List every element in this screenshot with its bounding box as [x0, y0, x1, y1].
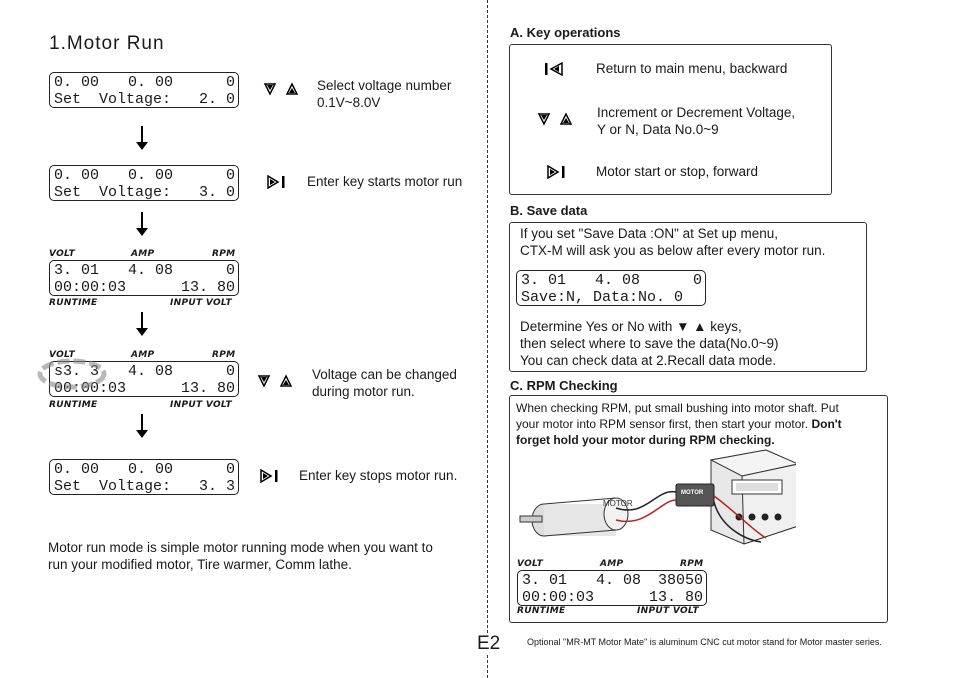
lcd-value: 0. 00 — [128, 74, 174, 91]
lcd-top-label: AMP — [131, 350, 155, 360]
lcd-value: 0. 00 — [128, 461, 174, 478]
rpm-instructions: When checking RPM, put small bushing int… — [516, 401, 842, 447]
lcd-top-label: RPM — [212, 249, 236, 259]
lcd-top-label: VOLT — [49, 249, 76, 259]
key-operations-box — [509, 44, 832, 195]
lcd-bottom-label: RUNTIME — [517, 606, 566, 616]
key-op-forward: Motor start or stop, forward — [596, 164, 759, 179]
lcd-value: 2. 0 — [198, 91, 235, 108]
lcd-value: 0 — [225, 74, 235, 91]
lcd-value: 0. 00 — [128, 167, 174, 184]
lcd-bottom-label: INPUT VOLT — [637, 606, 699, 616]
lcd-value: Set Voltage: — [54, 91, 172, 108]
lcd-value: 4. 08 — [595, 272, 641, 289]
lcd-value: 4. 08 — [128, 262, 174, 279]
lcd-value: 3. 01 — [54, 262, 100, 279]
down-up-keys-icon — [537, 112, 573, 128]
lcd-value: 13. 80 — [648, 589, 703, 606]
key-operations-heading: A. Key operations — [510, 25, 621, 40]
footnote: Optional "MR-MT Motor Mate" is aluminum … — [527, 637, 882, 647]
page-number: E2 — [476, 633, 502, 655]
save-data-intro: If you set "Save Data :ON" at Set up men… — [520, 226, 826, 258]
lcd-value: 13. 80 — [180, 380, 235, 397]
lcd-value: 0. 00 — [54, 461, 100, 478]
lcd-value: Set Voltage: — [54, 478, 172, 495]
lcd-top-label: RPM — [680, 559, 704, 569]
flow-arrow — [136, 126, 148, 150]
lcd-value: 4. 08 — [596, 572, 642, 589]
lcd-value: 13. 80 — [180, 279, 235, 296]
lcd-value: 0 — [225, 461, 235, 478]
lcd-top-label: VOLT — [49, 350, 76, 360]
lcd-display-5: 0. 00 0. 00 0 Set Voltage: 3. 3 — [49, 459, 239, 495]
lcd-value: 0 — [225, 262, 235, 279]
save-data-instructions: Determine Yes or No with ▼ ▲ keys,then s… — [520, 319, 779, 368]
lcd-value: 00:00:03 — [54, 279, 127, 296]
lcd-display-4: s3. 3 4. 08 0 00:00:03 13. 80 — [49, 361, 239, 397]
flow-arrow — [136, 212, 148, 236]
rpm-setup-illustration — [516, 448, 796, 558]
lcd-bottom-label: INPUT VOLT — [170, 400, 232, 410]
lcd-value: 0 — [692, 272, 702, 289]
lcd-value: 3. 01 — [522, 572, 568, 589]
forward-enter-icon — [260, 469, 282, 483]
lcd-value: 0 — [225, 363, 235, 380]
rpm-lcd: 3. 01 4. 08 38050 00:00:03 13. 80 — [517, 570, 707, 606]
lcd-value: 00:00:03 — [522, 589, 595, 606]
footer-paragraph: Motor run mode is simple motor running m… — [48, 540, 433, 572]
lcd-top-label: RPM — [212, 350, 236, 360]
lcd-bottom-label: RUNTIME — [49, 298, 98, 308]
lcd-value: 0. 00 — [54, 167, 100, 184]
save-data-heading: B. Save data — [510, 203, 588, 218]
lcd-value: 3. 3 — [198, 478, 235, 495]
down-up-keys-icon — [263, 82, 299, 98]
blink-highlight-marker — [36, 356, 108, 392]
lcd-display-1: 0. 00 0. 00 0 Set Voltage: 2. 0 — [49, 72, 239, 108]
column-divider — [487, 0, 488, 678]
lcd-value: 4. 08 — [128, 363, 174, 380]
lcd-bottom-label: RUNTIME — [49, 400, 98, 410]
forward-enter-icon — [547, 165, 569, 179]
save-data-lcd: 3. 01 4. 08 0 Save:N, Data:No. 0 — [516, 270, 706, 306]
lcd-value: 3. 01 — [521, 272, 567, 289]
lcd-value: 38050 — [657, 572, 703, 589]
rpm-checking-heading: C. RPM Checking — [510, 378, 618, 393]
forward-enter-icon — [267, 175, 289, 189]
lcd-bottom-label: INPUT VOLT — [170, 298, 232, 308]
key-op-back: Return to main menu, backward — [596, 61, 788, 76]
lcd2-note: Enter key starts motor run — [307, 174, 463, 189]
lcd-value: s3. 3 — [54, 363, 100, 380]
sensor-label: MOTOR — [681, 490, 704, 496]
key-op-updown: Increment or Decrement Voltage,Y or N, D… — [597, 105, 796, 137]
lcd-value: 0. 00 — [54, 74, 100, 91]
lcd-value: Save:N, Data:No. 0 — [521, 289, 684, 306]
lcd-top-label: AMP — [131, 249, 155, 259]
lcd-value: 0 — [225, 167, 235, 184]
back-key-icon — [544, 62, 564, 76]
flow-arrow — [136, 414, 148, 438]
down-up-keys-icon — [257, 374, 293, 390]
save-data-box — [509, 222, 867, 372]
lcd-top-label: VOLT — [517, 559, 544, 569]
rpm-checking-box — [509, 395, 888, 623]
lcd-value: 00:00:03 — [54, 380, 127, 397]
lcd-top-label: AMP — [600, 559, 624, 569]
flow-arrow — [136, 312, 148, 336]
lcd-value: 3. 0 — [198, 184, 235, 201]
lcd-display-2: 0. 00 0. 00 0 Set Voltage: 3. 0 — [49, 165, 239, 201]
lcd-value: Set Voltage: — [54, 184, 172, 201]
section-title: 1.Motor Run — [49, 33, 165, 54]
motor-label: MOTOR — [603, 499, 633, 508]
lcd-display-3: 3. 01 4. 08 0 00:00:03 13. 80 — [49, 260, 239, 296]
lcd5-note: Enter key stops motor run. — [299, 468, 458, 483]
